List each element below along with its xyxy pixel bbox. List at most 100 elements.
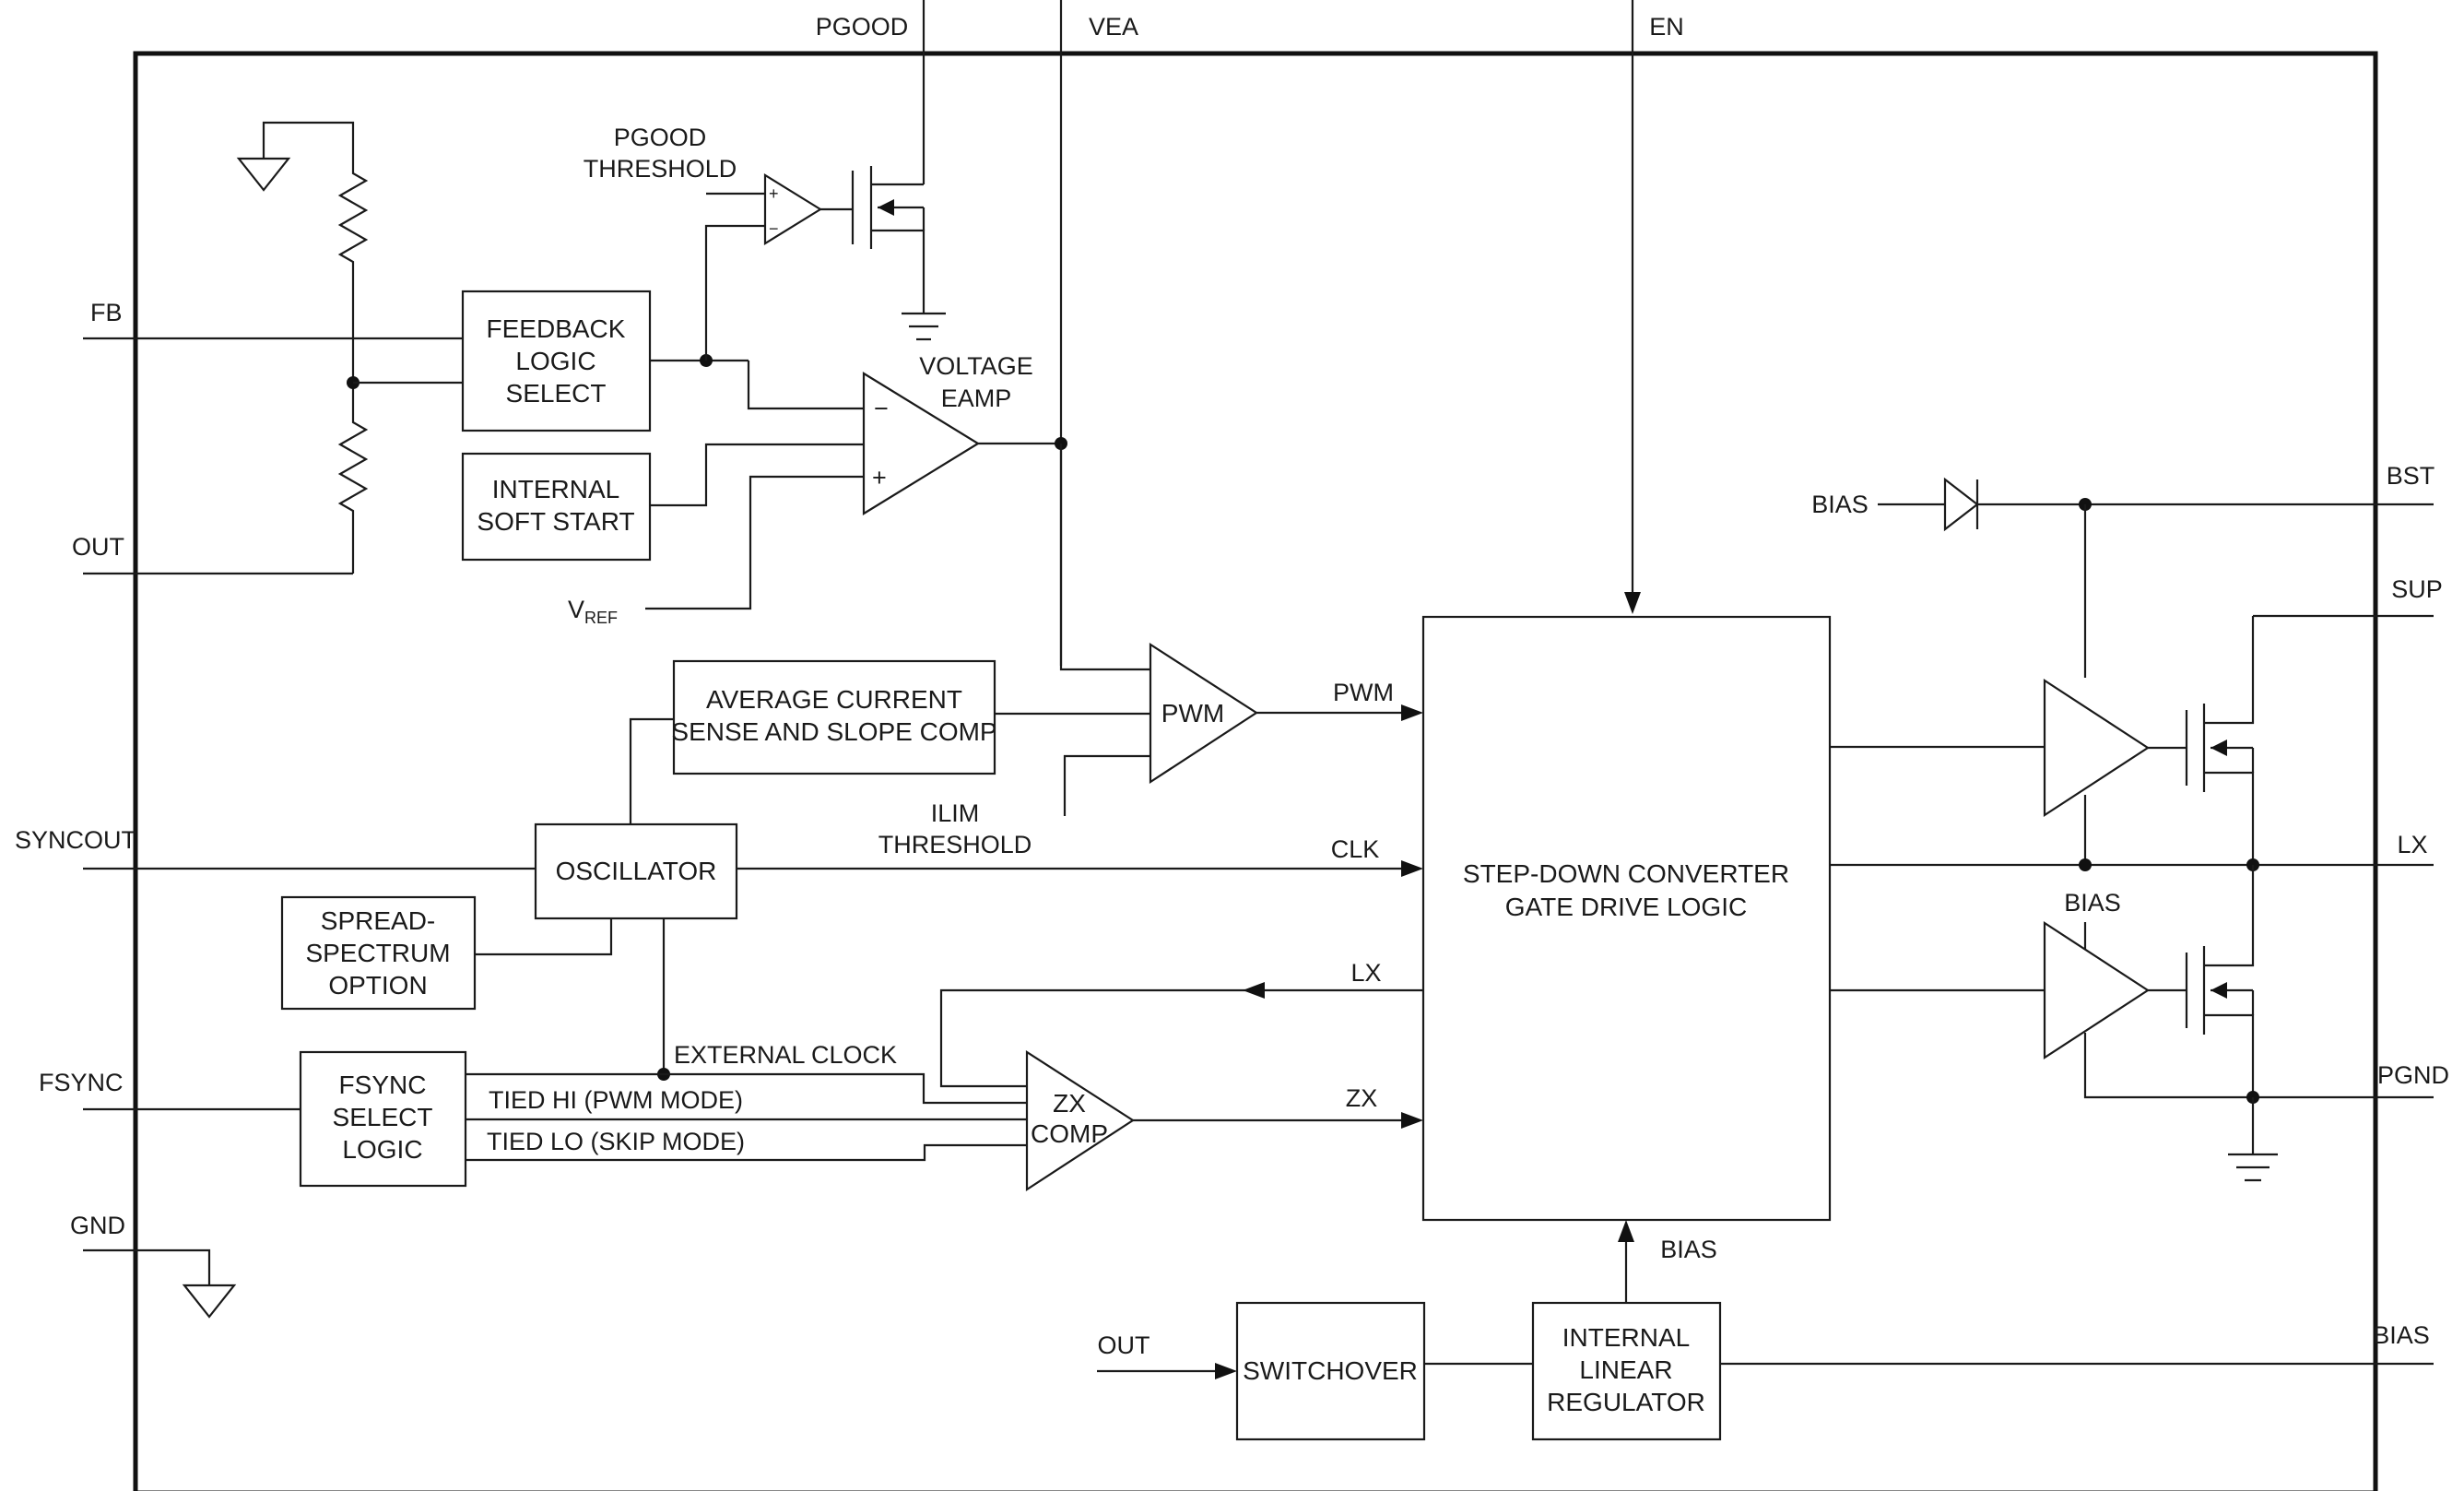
gate-drive-logic-block: STEP-DOWN CONVERTER GATE DRIVE LOGIC [1421, 615, 1832, 1222]
zx-comparator: ZX COMP ZX [1025, 1049, 1423, 1192]
low-side-fet-icon [2185, 946, 2255, 1097]
pin-gnd: GND [70, 1212, 237, 1319]
pwm-amp-label: PWM [1161, 699, 1224, 728]
fsync-logic-line-2: SELECT [333, 1103, 433, 1131]
pin-bst: BST [2387, 462, 2435, 490]
soft-start-block: INTERNAL SOFT START [461, 452, 652, 562]
vref-main: V [568, 596, 584, 623]
feedback-line-3: SELECT [506, 379, 607, 408]
eamp-line-2: EAMP [941, 385, 1012, 412]
pin-pgnd: PGND [2246, 1061, 2449, 1104]
avg-current-sense-block: AVERAGE CURRENT SENSE AND SLOPE COMP [671, 659, 997, 775]
avg-current-line-1: AVERAGE CURRENT [706, 685, 962, 714]
low-side-driver [2043, 920, 2151, 1060]
pin-pgood-label: PGOOD [816, 13, 909, 41]
switchover-label: SWITCHOVER [1243, 1356, 1418, 1385]
resistor-icon-lower [337, 415, 369, 526]
zx-signal-label: ZX [1346, 1084, 1378, 1112]
high-side-driver [2043, 678, 2151, 818]
resistor-icon-upper [337, 166, 369, 277]
pin-gnd-label: GND [70, 1212, 125, 1239]
pin-sup: SUP [2253, 575, 2443, 618]
tied-hi-label: TIED HI (PWM MODE) [489, 1086, 743, 1114]
feedback-logic-block: FEEDBACK LOGIC SELECT [461, 290, 652, 432]
soft-start-line-1: INTERNAL [492, 475, 619, 503]
resistor-divider [236, 121, 463, 574]
pgood-comp-minus: − [769, 219, 779, 238]
eamp-plus: + [872, 464, 887, 491]
feedback-line-2: LOGIC [515, 347, 595, 375]
pin-syncout: SYNCOUT [15, 826, 536, 870]
pin-pgnd-label: PGND [2377, 1061, 2449, 1089]
pin-fb-label: FB [90, 299, 123, 326]
external-clock-label: EXTERNAL CLOCK [674, 1041, 897, 1069]
oscillator-label: OSCILLATOR [556, 857, 717, 885]
gate-drive-line-2: GATE DRIVE LOGIC [1505, 893, 1747, 921]
diode-icon [1943, 477, 1979, 532]
lx-signal-label: LX [1350, 959, 1381, 987]
spread-line-3: OPTION [328, 971, 427, 1000]
linear-reg-line-2: LINEAR [1579, 1355, 1672, 1384]
ground-icon-pgnd [2228, 1097, 2278, 1182]
zx-comp-line-1: ZX [1053, 1089, 1086, 1118]
avg-current-line-2: SENSE AND SLOPE COMP [671, 717, 996, 746]
pwm-signal-label: PWM [1333, 679, 1394, 706]
pin-lx-label: LX [2397, 831, 2427, 858]
switchover-block: SWITCHOVER [1235, 1301, 1426, 1441]
feedback-line-1: FEEDBACK [487, 314, 626, 343]
fsync-select-block: FSYNC SELECT LOGIC [299, 1050, 467, 1188]
voltage-error-amp: VOLTAGE EAMP − + [862, 352, 1067, 515]
eamp-minus: − [874, 395, 889, 422]
ilim-line-1: ILIM [931, 799, 980, 827]
oscillator-block: OSCILLATOR [534, 822, 738, 920]
ground-icon-divider [236, 157, 291, 192]
pin-out-label: OUT [72, 533, 124, 561]
fsync-logic-line-1: FSYNC [339, 1071, 427, 1099]
spread-line-2: SPECTRUM [305, 939, 450, 967]
zx-comp-line-2: COMP [1031, 1119, 1108, 1148]
pin-sup-label: SUP [2391, 575, 2443, 603]
pin-vea: VEA [1059, 0, 1138, 666]
linear-reg-line-3: REGULATOR [1547, 1388, 1705, 1416]
pin-fsync: FSYNC [39, 1069, 301, 1111]
pin-en: EN [1624, 0, 1684, 614]
pin-syncout-label: SYNCOUT [15, 826, 136, 854]
pin-bias: BIAS [1720, 1321, 2434, 1366]
linear-reg-line-1: INTERNAL [1562, 1323, 1690, 1352]
tied-lo-label: TIED LO (SKIP MODE) [487, 1128, 745, 1155]
gate-drive-line-1: STEP-DOWN CONVERTER [1463, 859, 1789, 888]
bias-top-label: BIAS [1811, 491, 1869, 518]
spread-line-1: SPREAD- [321, 906, 435, 935]
ground-icon-gnd [182, 1284, 237, 1319]
pin-en-label: EN [1649, 13, 1684, 41]
pgood-transistor-icon [851, 166, 946, 341]
bias-to-logic-label: BIAS [1660, 1236, 1717, 1263]
pin-fb: FB [83, 299, 463, 340]
eamp-line-1: VOLTAGE [919, 352, 1033, 380]
out-switchover-label: OUT [1098, 1331, 1150, 1359]
pgood-threshold-line-2: THRESHOLD [584, 155, 737, 183]
vref-sub: REF [584, 609, 618, 627]
soft-start-line-2: SOFT START [477, 507, 634, 536]
pgood-comparator: PGOOD THRESHOLD + − [584, 124, 853, 245]
ilim-line-2: THRESHOLD [878, 831, 1032, 858]
pwm-comparator: PWM PWM [1149, 642, 1423, 785]
pin-fsync-label: FSYNC [39, 1069, 124, 1096]
vref-label: V REF [568, 596, 618, 627]
pgood-comp-plus: + [769, 184, 779, 203]
fsync-logic-line-3: LOGIC [342, 1135, 422, 1164]
pin-bst-label: BST [2387, 462, 2435, 490]
pgood-threshold-line-1: PGOOD [614, 124, 707, 151]
pin-vea-label: VEA [1089, 13, 1138, 41]
ic-boundary [133, 51, 2378, 1491]
pin-lx: LX [1830, 831, 2434, 871]
pin-bias-label: BIAS [2373, 1321, 2430, 1349]
high-side-fet-icon [2185, 616, 2255, 865]
spread-spectrum-block: SPREAD- SPECTRUM OPTION [280, 895, 477, 1011]
pin-out: OUT [72, 533, 353, 575]
linear-regulator-block: INTERNAL LINEAR REGULATOR [1531, 1301, 1722, 1441]
bias-low-driver-label: BIAS [2064, 889, 2121, 917]
clk-label: CLK [1331, 835, 1380, 863]
pin-pgood: PGOOD [816, 0, 925, 184]
